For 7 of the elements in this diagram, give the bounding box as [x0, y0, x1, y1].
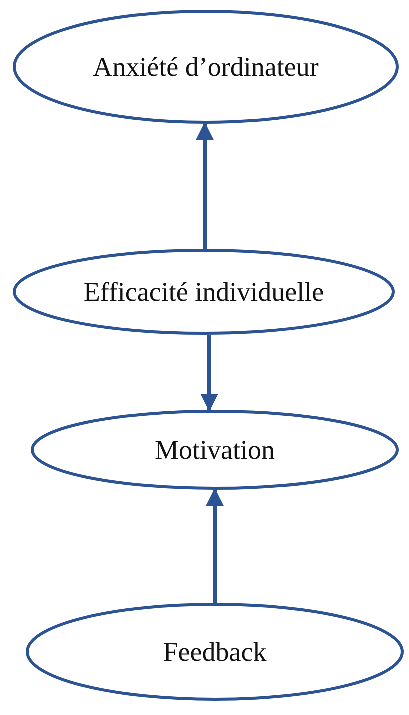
arrow	[206, 488, 224, 603]
arrow	[200, 334, 218, 412]
node-label: Efficacité individuelle	[82, 276, 326, 309]
node-label: Anxiété d’ordinateur	[92, 50, 320, 84]
node-label: Motivation	[154, 434, 276, 467]
arrow	[196, 122, 214, 249]
node-label: Feedback	[162, 636, 268, 669]
